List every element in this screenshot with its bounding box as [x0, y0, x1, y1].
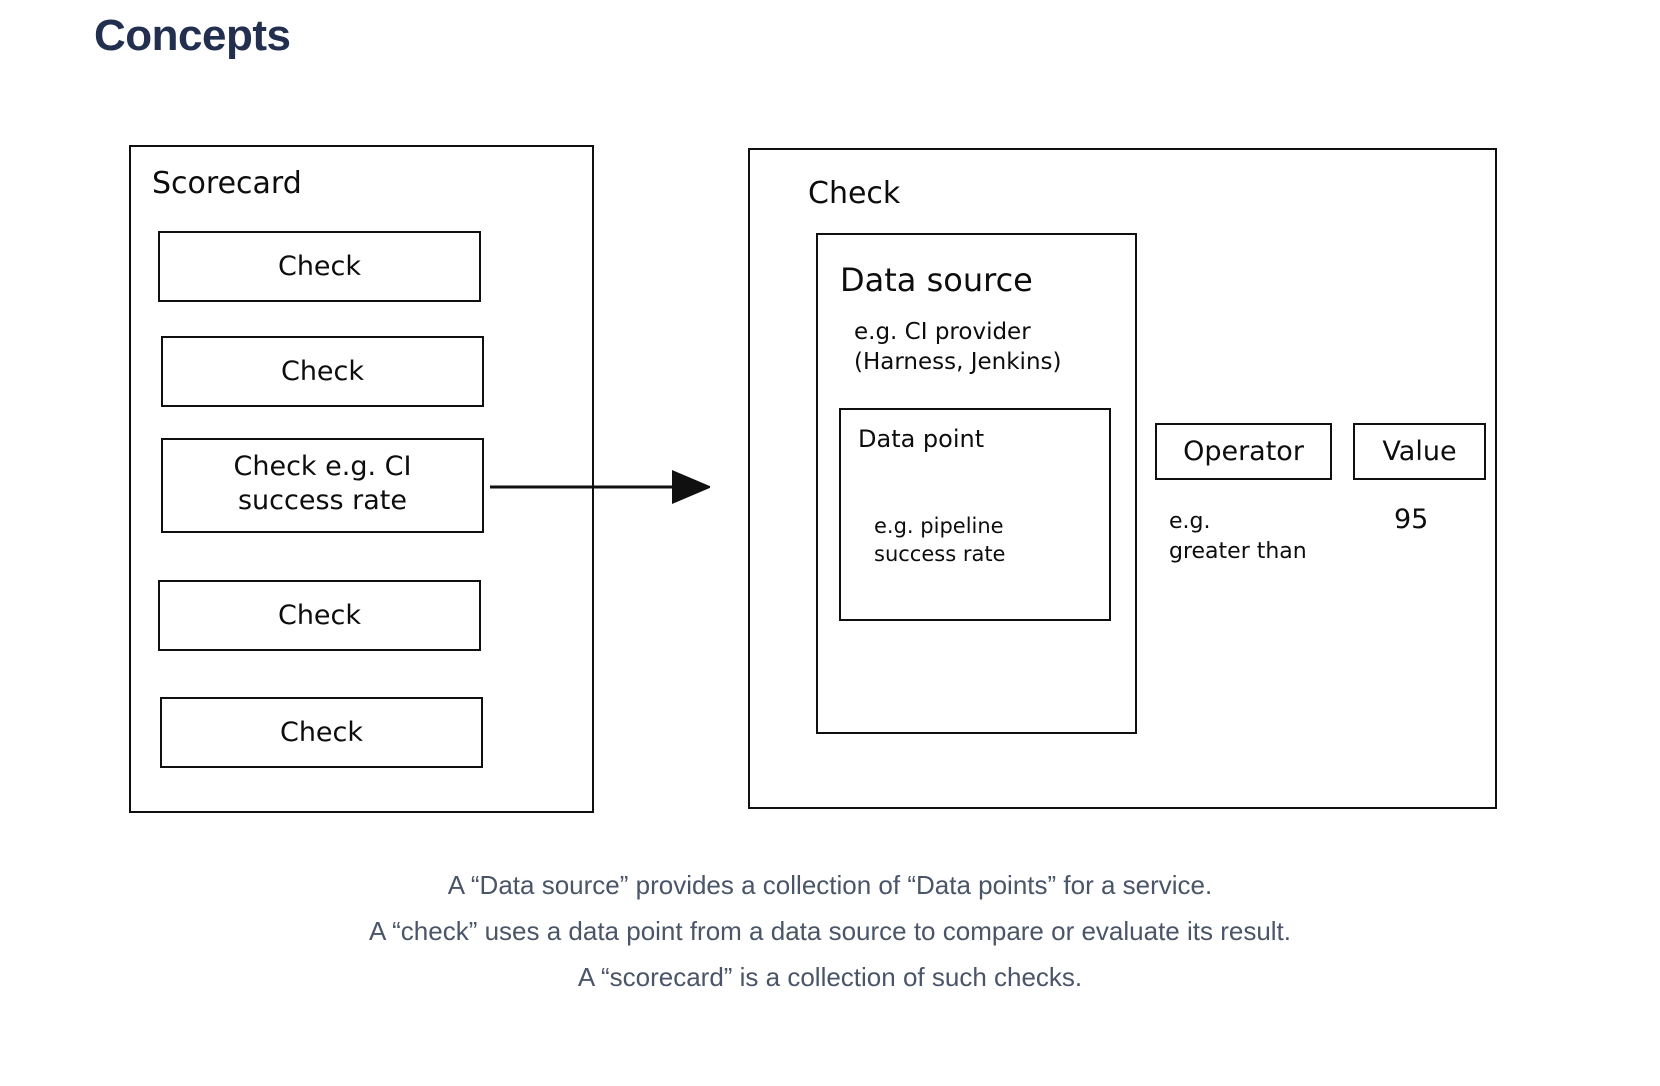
- scorecard-check-5[interactable]: Check: [160, 697, 483, 768]
- value-box[interactable]: Value: [1353, 423, 1486, 480]
- scorecard-check-3-label-line1: Check e.g. CI: [233, 451, 412, 482]
- operator-example-line1: e.g.: [1169, 509, 1211, 534]
- concepts-diagram: Scorecard Check Check Check e.g. CI succ…: [129, 145, 1497, 813]
- scorecard-check-1[interactable]: Check: [158, 231, 481, 302]
- caption-line-2: A “check” uses a data point from a data …: [368, 916, 1292, 946]
- operator-label: Operator: [1183, 436, 1304, 467]
- data-point-box[interactable]: [839, 408, 1111, 621]
- scorecard-check-3-label-line2: success rate: [237, 485, 408, 516]
- operator-example-line2: greater than: [1169, 539, 1307, 564]
- scorecard-check-4[interactable]: Check: [158, 580, 481, 651]
- scorecard-check-2-label: Check: [280, 356, 365, 387]
- caption: A “Data source” provides a collection of…: [0, 862, 1660, 1000]
- data-point-example-line1: e.g. pipeline: [874, 514, 1004, 538]
- scorecard-check-2[interactable]: Check: [161, 336, 484, 407]
- data-source-title: Data source: [840, 261, 1033, 299]
- caption-line-1: A “Data source” provides a collection of…: [447, 870, 1213, 900]
- data-point-title: Data point: [858, 425, 985, 453]
- data-point-example-line2: success rate: [874, 542, 1006, 566]
- operator-box[interactable]: Operator: [1155, 423, 1332, 480]
- scorecard-check-5-label: Check: [279, 717, 364, 748]
- data-source-example-line2: (Harness, Jenkins): [854, 349, 1062, 375]
- scorecard-check-3[interactable]: Check e.g. CI success rate: [161, 438, 484, 533]
- check-title: Check: [808, 176, 901, 211]
- value-label: Value: [1382, 436, 1457, 467]
- caption-line-3: A “scorecard” is a collection of such ch…: [577, 962, 1083, 992]
- value-example: 95: [1394, 504, 1429, 535]
- data-source-example-line1: e.g. CI provider: [854, 319, 1031, 345]
- page-title: Concepts: [94, 11, 291, 60]
- scorecard-check-1-label: Check: [277, 251, 362, 282]
- scorecard-title: Scorecard: [152, 166, 302, 201]
- scorecard-check-4-label: Check: [277, 600, 362, 631]
- scorecard-to-check-arrow: [490, 462, 712, 512]
